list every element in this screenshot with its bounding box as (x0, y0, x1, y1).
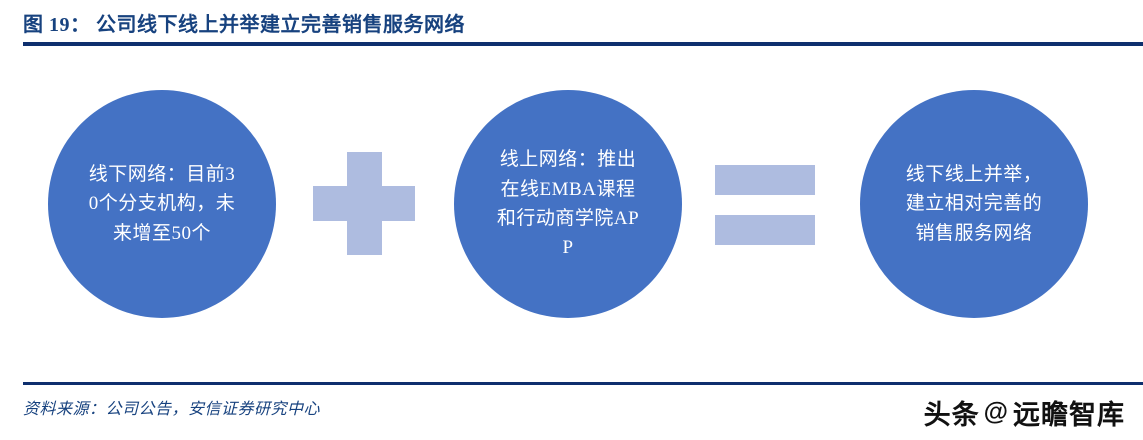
equals-icon-top-bar (715, 165, 815, 195)
node-label: 线下网络：目前30个分支机构，未来增至50个 (88, 163, 236, 244)
diagram-node-combined-network: 线下线上并举，建立相对完善的销售服务网络 (860, 90, 1088, 318)
plus-icon-vertical-bar (347, 152, 382, 255)
source-note: 资料来源：公司公告，安信证券研究中心 (23, 401, 321, 418)
diagram-node-offline-network: 线下网络：目前30个分支机构，未来增至50个 (48, 90, 276, 318)
watermark: 头条 @ 远瞻智库 (924, 393, 1125, 432)
page-title: 图 19： 公司线下线上并举建立完善销售服务网络 (23, 14, 465, 36)
equals-icon-bottom-bar (715, 215, 815, 245)
plus-icon (313, 152, 415, 255)
watermark-brand: 头条 (923, 400, 980, 430)
title-divider (23, 42, 1143, 46)
node-label: 线上网络：推出在线EMBA课程和行动商学院APP (496, 149, 640, 259)
diagram-canvas: 线下网络：目前30个分支机构，未来增至50个 线上网络：推出在线EMBA课程和行… (0, 60, 1143, 370)
node-label: 线下线上并举，建立相对完善的销售服务网络 (905, 163, 1043, 244)
footer-divider (23, 382, 1143, 385)
at-icon: @ (983, 398, 1009, 426)
equals-icon (715, 165, 815, 245)
watermark-account: 远瞻智库 (1013, 400, 1125, 430)
diagram-node-online-network: 线上网络：推出在线EMBA课程和行动商学院APP (454, 90, 682, 318)
